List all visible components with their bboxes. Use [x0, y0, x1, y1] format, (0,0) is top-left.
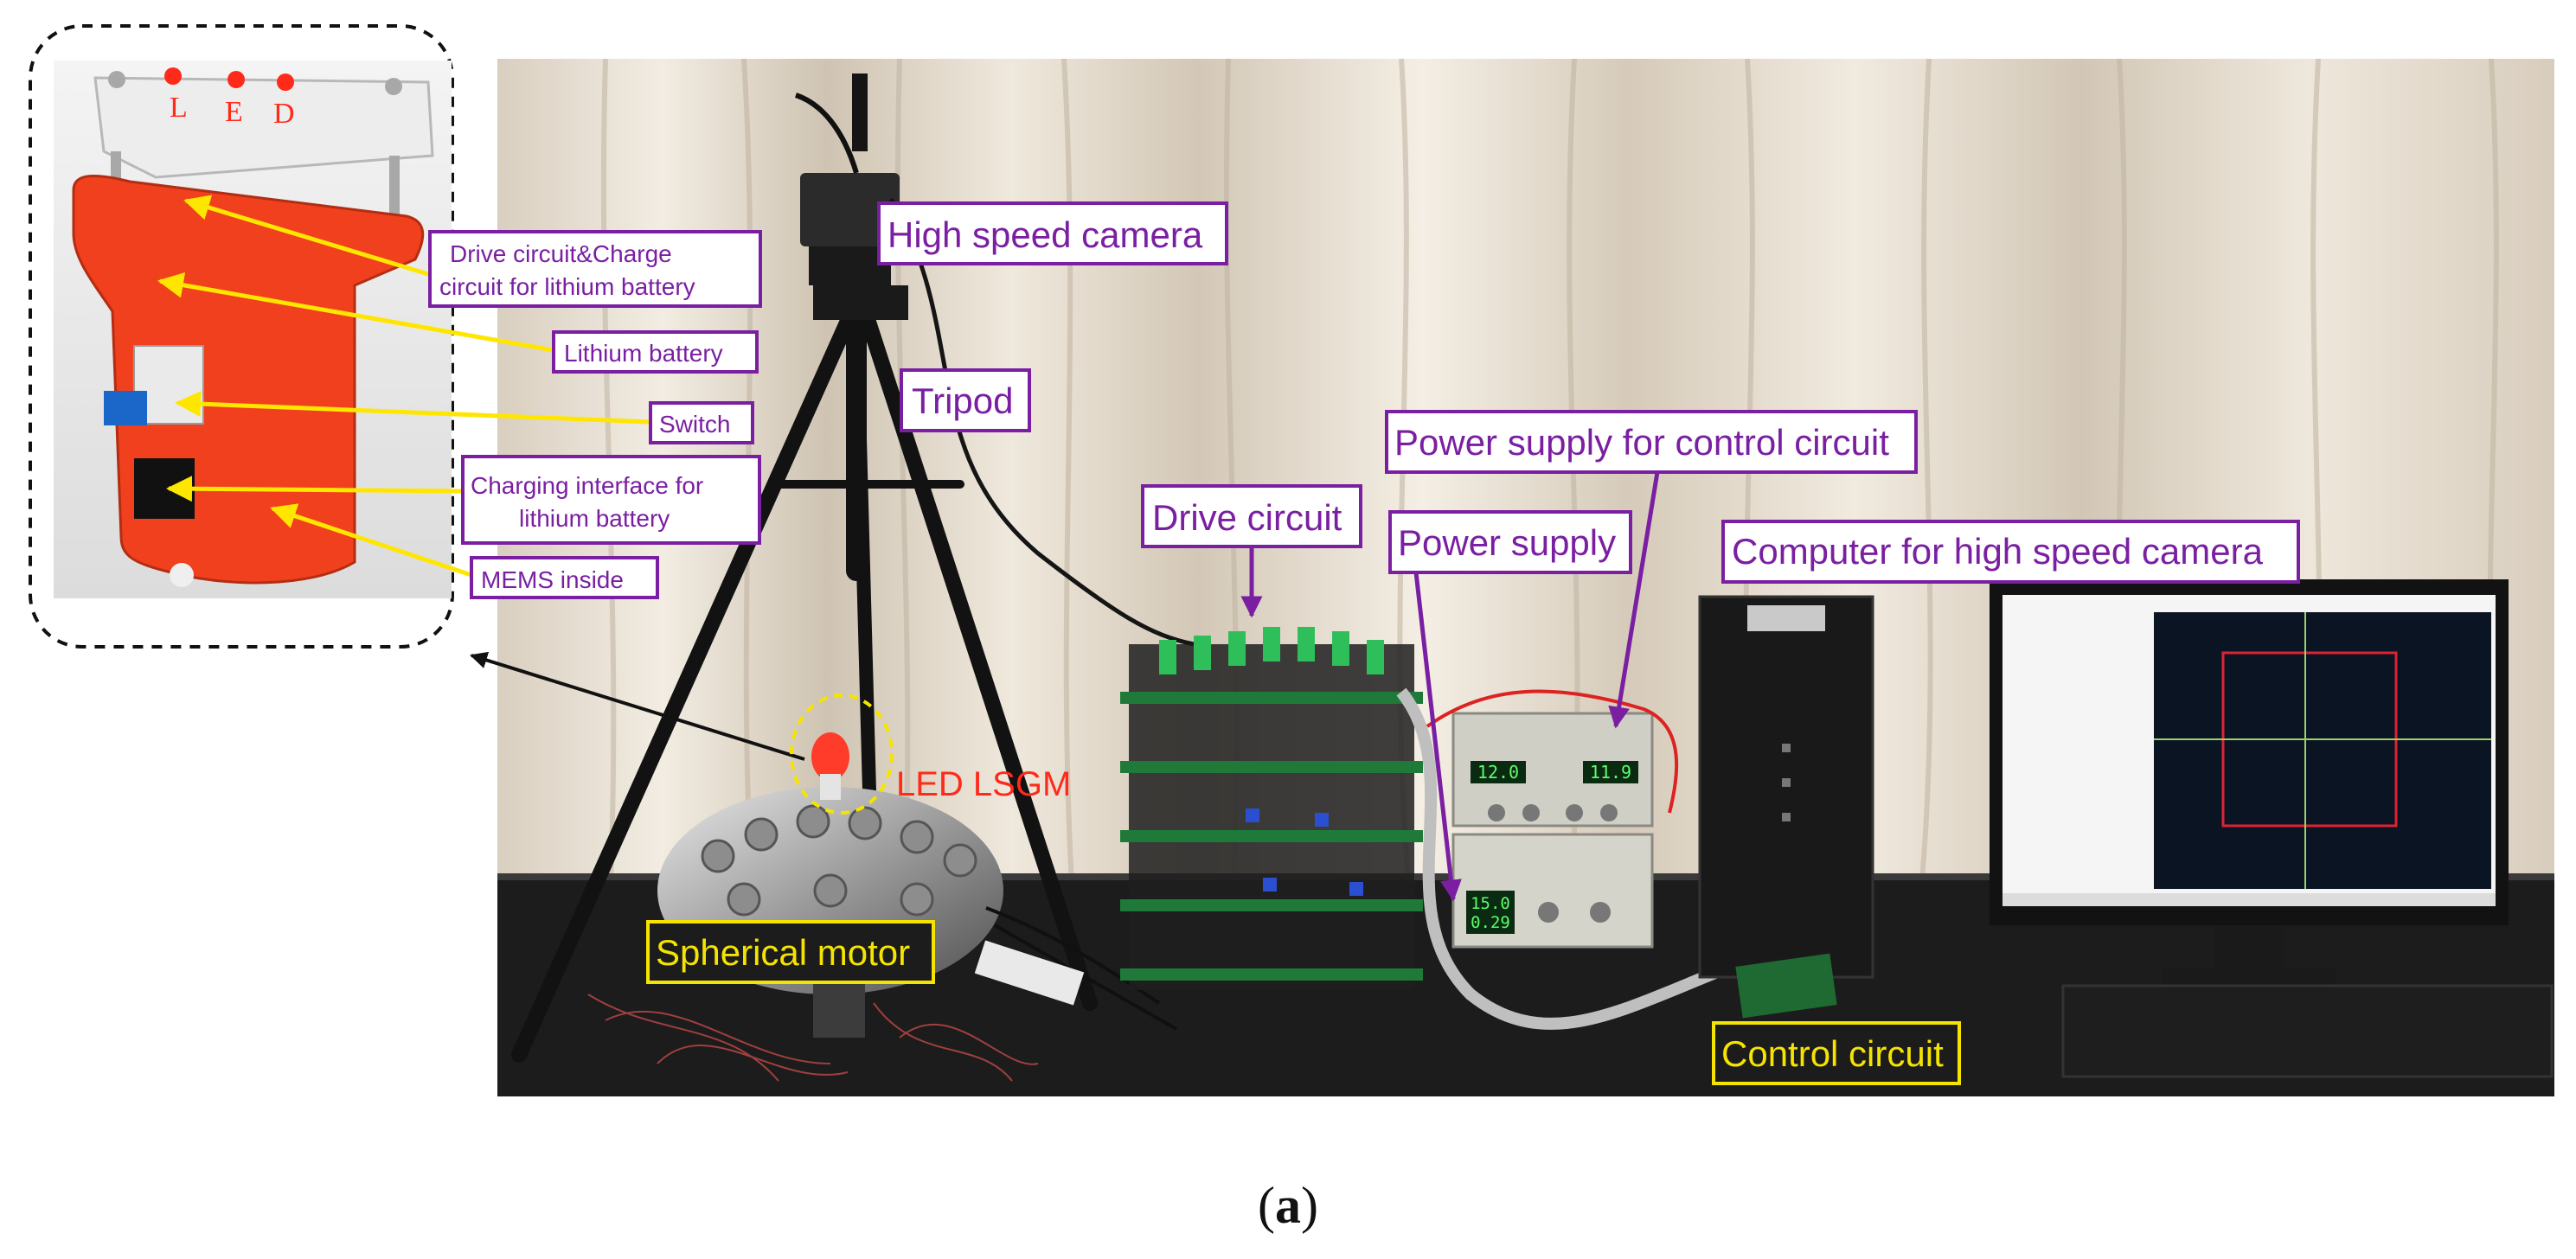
label-charging-line1: Charging interface for [471, 472, 703, 499]
black-cables [985, 906, 1177, 1031]
monitor [1990, 579, 2509, 986]
power-supply-control-unit: 12.0 11.9 [1451, 712, 1654, 828]
red-wire [1426, 689, 1679, 814]
inset-letter-d: D [273, 98, 295, 130]
label-box-power-supply [1388, 510, 1632, 574]
led-highlight-circle [790, 693, 894, 815]
label-switch: Switch [659, 411, 730, 438]
label-power-supply: Power supply [1398, 522, 1616, 563]
control-circuit-board [1735, 953, 1837, 1019]
main-photo: 12.0 11.9 15.0 0.29 [497, 58, 2554, 1096]
label-led-lsgm: LED LSGM [896, 765, 1071, 803]
label-box-drive-charge [428, 230, 762, 308]
black-arrow-to-inset [470, 651, 805, 761]
main-labels: High speed camera Tripod Drive circuit P… [646, 201, 2300, 1085]
power-supply-unit: 15.0 0.29 [1451, 833, 1654, 949]
label-box-lithium [552, 330, 759, 374]
label-computer: Computer for high speed camera [1732, 531, 2264, 572]
white-box [974, 940, 1085, 1006]
inset-arrows [157, 195, 651, 578]
display-top-left: 12.0 [1477, 762, 1519, 783]
inset-frame [29, 24, 454, 649]
label-box-drive-circuit [1141, 484, 1362, 548]
drive-circuit-stack [1120, 627, 1423, 990]
inset-letter-e: E [225, 96, 243, 128]
display-top-right: 11.9 [1590, 762, 1631, 783]
power-supply-arrow [1413, 572, 1462, 902]
label-box-charging [461, 455, 761, 545]
inset-foot [170, 563, 194, 587]
label-box-tripod [900, 368, 1031, 432]
motor-wires [587, 994, 1039, 1082]
ribbon-cable [1396, 687, 1776, 1030]
caption-letter: a [1275, 1177, 1301, 1234]
label-control-circuit: Control circuit [1721, 1033, 1944, 1074]
caption-open: ( [1258, 1177, 1275, 1234]
camera-cable [888, 197, 1195, 647]
label-box-control-circuit [1712, 1021, 1961, 1085]
inset-letter-l: L [170, 92, 188, 124]
computer-tower [1698, 595, 1874, 979]
label-charging-line2: lithium battery [519, 505, 670, 532]
label-tripod: Tripod [912, 380, 1014, 421]
label-power-control: Power supply for control circuit [1394, 422, 1889, 463]
inset-white-cap [93, 76, 434, 179]
label-box-power-control [1385, 410, 1918, 474]
inset-switch-button [104, 391, 147, 425]
keyboard [2061, 984, 2554, 1078]
label-box-switch [649, 401, 754, 444]
label-mems: MEMS inside [481, 566, 624, 593]
label-spherical-motor: Spherical motor [656, 932, 910, 973]
inset-leds [164, 67, 294, 91]
label-box-mems [470, 556, 659, 599]
label-drive-line1: Drive circuit&Charge [450, 240, 672, 267]
figure-caption: (a) [0, 1176, 2576, 1236]
label-box-high-speed-camera [877, 201, 1228, 265]
label-high-speed-camera: High speed camera [888, 214, 1203, 255]
label-box-spherical-motor [646, 920, 935, 984]
label-box-computer [1721, 520, 2300, 584]
power-control-arrow [1608, 471, 1660, 729]
display-bottom-low: 0.29 [1471, 913, 1510, 932]
label-lithium: Lithium battery [564, 340, 723, 367]
label-drive-circuit: Drive circuit [1152, 497, 1342, 538]
inset: L E D Drive circuit&Charge circuit for l… [29, 24, 762, 649]
display-bottom-top: 15.0 [1471, 894, 1510, 913]
label-drive-line2: circuit for lithium battery [439, 273, 695, 300]
caption-close: ) [1301, 1177, 1318, 1234]
